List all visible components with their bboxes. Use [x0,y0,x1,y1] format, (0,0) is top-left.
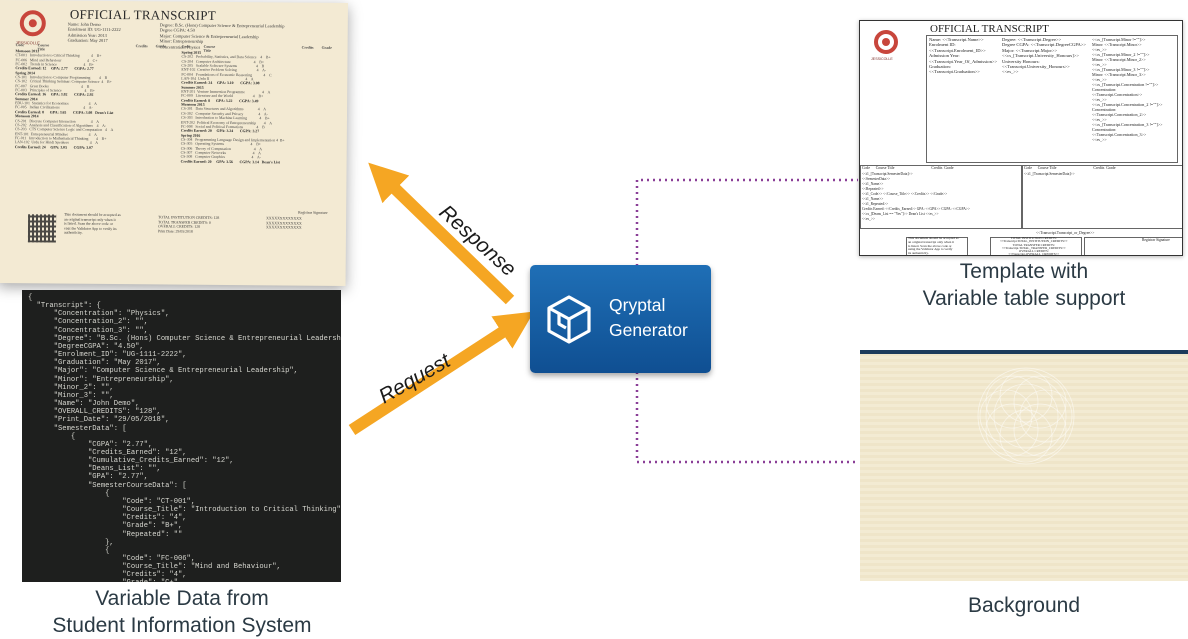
template-field-line: <<Transcript.University_Honours>> [1002,64,1070,70]
template-table-line: <<t1_Name>> [862,182,884,186]
request-arrow-icon [348,311,535,436]
template-total-line: TOTAL TRANSFER CREDITS: [1012,242,1055,247]
template-field-line: Major: <<Transcript.Major>> [1002,47,1058,53]
template-table-head: Code Course Title Credits Grade [862,166,954,170]
generator-line-2: Generator [609,320,688,340]
template-right-fields: <<cs_[Transcript.Minor !=""]>>Minor: <<T… [1092,37,1162,142]
template-foot-line: using the Validator App to verify [908,247,953,252]
template-field-line: Minor: <<Transcript.Minor_2>> [1092,57,1146,62]
template-field-line: <<es_>> [1092,62,1107,67]
template-caption-line-1: Template with [959,260,1089,283]
template-field-line: Admission Year: [929,53,960,59]
json-text: { "Transcript": { "Concentration": "Phys… [28,294,341,582]
request-label: Request [375,349,455,409]
template-total-line: <<Transcript.TOTAL_INSTITUTION_CREDITS>> [1000,239,1068,244]
template-total-line: <<Transcript.OVERALL_CREDITS>> [1008,252,1060,256]
response-arrow-icon [368,162,515,305]
template-table-line: Credits Earned: <<Credits_Earned>> GPA: … [862,207,970,211]
background-caption: Background [967,594,1081,617]
template-table-head-2: Code Course Title Credits Grade [1024,166,1116,170]
template-total-line: <<Transcript.TOTAL_TRANSFER_CREDITS>> [1001,245,1066,250]
template-field-line: University Honours: [1002,58,1040,64]
template-field-line: <<es_>> [1092,97,1107,102]
background-top-rule [860,350,1188,354]
template-field-line: <<Transcript.Graduation>> [929,69,980,75]
template-left-fields: Name: <<Transcript.Name>>Enrolment ID:<<… [929,37,997,75]
template-seal-icon [874,30,898,54]
background-image [860,354,1188,581]
template-field-line: <<Transcript.Concentration>> [1092,92,1143,97]
template-field-line: Enrolment ID: [929,42,956,48]
template-foot-note-box [906,237,968,255]
template-field-line: Minor: <<Transcript.Minor>> [1092,42,1142,47]
template-title: OFFICIAL TRANSCRIPT [930,23,1049,35]
template-image: JESSICOLLE OFFICIAL TRANSCRIPT Name: <<T… [859,20,1183,256]
cube-icon [547,295,591,344]
template-table-line-2: <<t1_[Transcript.SemesterData]>> [1024,172,1075,176]
template-foot-line: is listed. Scan the above code or [908,243,952,248]
template-field-line: <<es_>> [1002,69,1019,75]
variable-data-caption: Variable Data from Student Information S… [22,585,342,639]
template-field-line: <<es_>> [1092,77,1107,82]
template-header-box [926,35,1178,163]
template-field-line: Degree CGPA: <<Transcript.DegreeCGPA>> [1002,42,1086,48]
template-field-line: <<es_>> [1092,47,1107,52]
template-table-line: <<t1_Name>> [862,197,884,201]
template-totals-box [990,237,1082,255]
json-data-panel: { "Transcript": { "Concentration": "Phys… [22,290,341,582]
generator-line-1: Qryptal [609,295,666,315]
template-table-line: <<t1_Repeated>> [862,202,889,206]
template-field-line: Concentration: [1092,87,1117,92]
template-total-line: OVERALL CREDITS: [1018,249,1049,254]
template-table-line: <<Repeated>> [862,187,884,191]
template-field-line: <<Transcript.Concentration_2>> [1092,112,1147,117]
template-field-line: <<cs_[Transcript.Minor_3 !=""]>> [1092,67,1150,72]
template-table-line: <<cs_[Deans_List == "Yes"]>> Dean's List… [862,212,939,216]
template-table-line: <<es_>> [862,217,875,221]
qryptal-generator-box: Qryptal Generator [530,265,711,373]
template-field-line: Concentration: [1092,127,1117,132]
template-table-right [1022,165,1182,229]
template-field-line: <<cs_[Transcript.Minor_2 !=""]>> [1092,52,1150,57]
template-field-line: <<cs_[Transcript.Concentration_2 !=""]>> [1092,102,1163,107]
template-field-line: <<es_>> [1092,117,1107,122]
template-field-line: <<cs_[Transcript.University_Honours]>> [1002,53,1079,59]
template-table-line: <<SemesterData>> [862,177,891,181]
template-field-line: <<cs_[Transcript.Concentration_3 !=""]>> [1092,122,1163,127]
template-field-line: Concentration: [1092,107,1117,112]
template-field-line: <<cs_[Transcript.Concentration !=""]>> [1092,82,1159,87]
template-table-line: <<t1_Code>> <<Course_Title>> <<Credits>>… [862,192,948,196]
template-foot-line: This document should be accepted as [908,236,959,240]
template-field-line: Minor: <<Transcript.Minor_3>> [1092,72,1146,77]
template-signature-box [1084,237,1182,255]
template-field-line: <<Transcript.Concentration_3>> [1092,132,1147,137]
template-field-line: <<Transcript.Year_Of_Admission>> [929,58,998,64]
template-field-line: <<Transcript.Enrolment_ID>> [929,47,986,53]
template-foot-line: its authenticity. [908,251,929,256]
template-caption: Template with Variable table support [866,258,1182,312]
template-field-line: Name: <<Transcript.Name>> [929,37,984,42]
template-field-line: <<es_>> [1092,137,1107,142]
template-footer-line: <<Transcript.Transcript_or_Degree>> [1036,231,1095,235]
variable-data-caption-line-2: Student Information System [52,614,312,637]
generator-label: Qryptal Generator [609,293,709,343]
template-field-line: Graduation: [929,64,951,70]
template-totals: TOTAL INSTITUTION CREDITS:<<Transcript.T… [1000,236,1068,256]
template-table-line: <<t1_[Transcript.SemesterData]>> [862,172,913,176]
variable-data-caption-line-1: Variable Data from [95,587,269,610]
template-foot-line: an original transcript only when it [908,239,955,244]
template-mid-fields: Degree: <<Transcript.Degree>>Degree CGPA… [1002,37,1086,75]
template-table-left [860,165,1022,229]
template-total-line: TOTAL INSTITUTION CREDITS: [1010,236,1057,240]
template-field-line: <<cs_[Transcript.Minor !=""]>> [1092,37,1146,42]
template-table-lines: <<t1_[Transcript.SemesterData]>><<Semest… [862,172,970,222]
background-guilloche-icon [977,367,1075,465]
template-caption-line-2: Variable table support [922,287,1126,310]
template-university: JESSICOLLE [871,57,893,61]
template-signature: Registrar Signature [1142,238,1170,242]
template-field-line: Degree: <<Transcript.Degree>> [1002,37,1062,42]
